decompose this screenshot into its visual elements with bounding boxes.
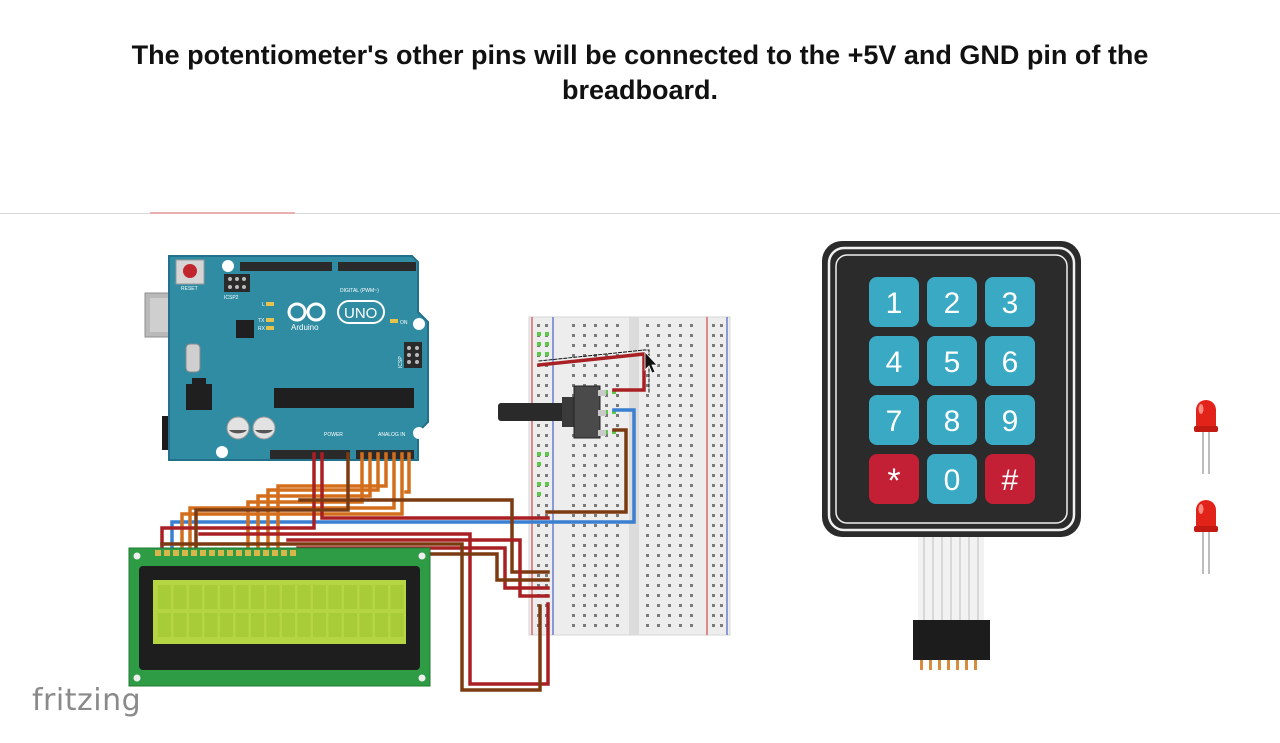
icsp-label: ICSP: [398, 356, 404, 368]
breadboard: [528, 316, 731, 636]
keypad-key-label: 7: [886, 405, 903, 438]
atmega-chip: [274, 388, 414, 408]
keypad-key-8[interactable]: 8: [927, 395, 977, 445]
keypad-key-label: 9: [1002, 405, 1019, 438]
analog-label: ANALOG IN: [378, 432, 406, 438]
breadboard-holes: [537, 324, 723, 627]
arduino-uno-board: RESET ICSP2 DIGITAL (PWM~) UNO Arduino L…: [144, 255, 429, 461]
icsp2-label: ICSP2: [224, 295, 239, 301]
lcd-16x2: [128, 547, 431, 687]
power-label: POWER: [324, 432, 343, 438]
digital-header: [240, 262, 416, 271]
keypad-key-2[interactable]: 2: [927, 277, 977, 327]
keypad-key-5[interactable]: 5: [927, 336, 977, 386]
keypad-key-0[interactable]: 0: [927, 454, 977, 504]
wire-pot-gnd: [545, 428, 628, 514]
circuit-canvas: RESET ICSP2 DIGITAL (PWM~) UNO Arduino L…: [0, 214, 1280, 738]
arduino-pcb: [168, 255, 429, 461]
keypad-key-label: *: [887, 462, 900, 500]
circuit-diagram: RESET ICSP2 DIGITAL (PWM~) UNO Arduino L…: [128, 241, 1218, 692]
caption-line-2: breadboard.: [561, 75, 719, 105]
power-header: [270, 450, 350, 459]
keypad-4x3: 1 2 3 4 5 6 7 8 9 * 0 #: [822, 241, 1081, 670]
tx-label: TX: [258, 318, 265, 324]
lcd-character-cells: [158, 585, 404, 637]
keypad-key-hash[interactable]: #: [985, 454, 1035, 504]
on-label: ON: [400, 320, 408, 326]
led-1: [1194, 400, 1218, 474]
l-led-label: L: [262, 302, 265, 308]
instruction-caption: The potentiometer's other pins will be c…: [0, 38, 1280, 108]
reset-label: RESET: [181, 286, 198, 292]
keypad-key-label: 1: [886, 287, 903, 320]
keypad-connector: [913, 620, 990, 660]
lcd-pin-header: [155, 550, 296, 556]
keypad-key-label: 5: [944, 346, 961, 379]
keypad-key-label: 6: [1002, 346, 1019, 379]
capacitor-1: [226, 416, 250, 440]
keypad-key-star[interactable]: *: [869, 454, 919, 504]
keypad-key-label: 3: [1002, 287, 1019, 320]
led-2: [1194, 500, 1218, 574]
keypad-key-label: 0: [944, 464, 961, 497]
section-divider: [0, 213, 1280, 214]
keypad-key-label: 2: [944, 287, 961, 320]
keypad-key-4[interactable]: 4: [869, 336, 919, 386]
icsp-header: [404, 342, 422, 368]
keypad-key-label: 8: [944, 405, 961, 438]
rx-label: RX: [258, 326, 266, 332]
mouse-cursor-icon: [644, 350, 658, 374]
keypad-key-1[interactable]: 1: [869, 277, 919, 327]
regulator: [186, 384, 212, 410]
keypad-key-7[interactable]: 7: [869, 395, 919, 445]
potentiometer-shaft: [498, 403, 570, 421]
divider-accent: [150, 212, 295, 214]
fritzing-watermark: fritzing: [32, 683, 142, 718]
icsp2-header: [224, 274, 250, 292]
arduino-brand-text: Arduino: [291, 323, 319, 332]
crystal: [185, 343, 201, 373]
keypad-key-label: 4: [886, 346, 903, 379]
digital-label: DIGITAL (PWM~): [340, 288, 379, 294]
keypad-key-3[interactable]: 3: [985, 277, 1035, 327]
caption-line-1: The potentiometer's other pins will be c…: [131, 40, 1149, 70]
uno-logo-text: UNO: [344, 305, 377, 322]
wire-pot-5v: [537, 352, 646, 392]
keypad-key-9[interactable]: 9: [985, 395, 1035, 445]
keypad-key-6[interactable]: 6: [985, 336, 1035, 386]
potentiometer: [498, 385, 606, 439]
arduino-logo: UNO Arduino: [287, 300, 385, 332]
usb-chip: [236, 320, 254, 338]
circuit-wires: [160, 349, 650, 692]
keypad-key-label: #: [1002, 464, 1019, 497]
wire-pot-wiper: [170, 408, 636, 552]
capacitor-2: [252, 416, 276, 440]
